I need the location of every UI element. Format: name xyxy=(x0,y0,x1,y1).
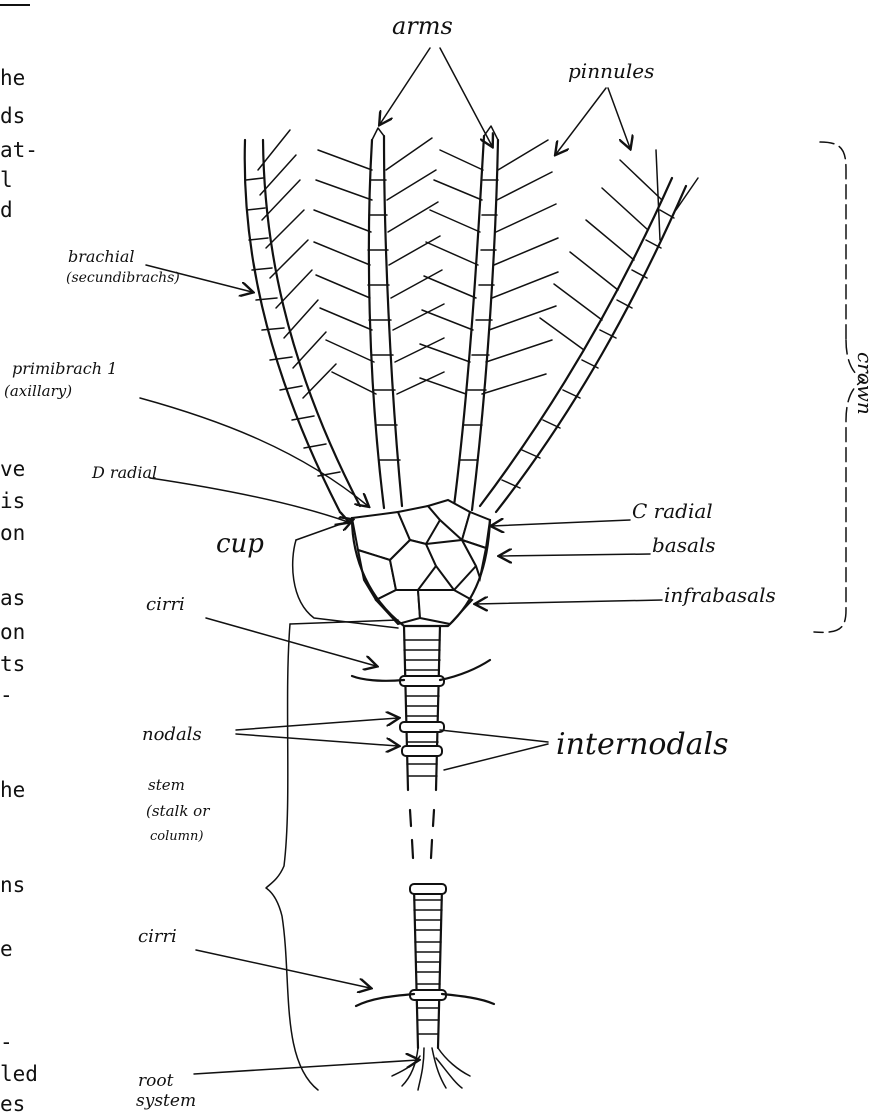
label-c-radial: C radial xyxy=(632,499,713,523)
label-internodals: internodals xyxy=(556,727,729,762)
label-root: root xyxy=(138,1071,174,1091)
label-nodals: nodals xyxy=(142,724,202,745)
cup-plates xyxy=(352,500,490,626)
leader-lines xyxy=(140,48,864,1090)
label-arms: arms xyxy=(392,12,453,40)
label-crown: crown xyxy=(853,352,877,415)
label-primibrach-sub: (axillary) xyxy=(4,382,72,400)
label-cirri-lower: cirri xyxy=(138,926,177,947)
label-basals: basals xyxy=(652,533,716,557)
label-d-radial: D radial xyxy=(91,463,157,482)
label-pinnules: pinnules xyxy=(568,59,654,83)
label-brachial: brachial xyxy=(68,247,134,266)
label-cup: cup xyxy=(216,529,264,559)
label-cirri-upper: cirri xyxy=(146,594,185,615)
label-root-sub: system xyxy=(136,1091,196,1111)
label-stem: stem xyxy=(148,776,185,794)
label-primibrach: primibrach 1 xyxy=(12,359,117,378)
label-infrabasals: infrabasals xyxy=(664,583,776,607)
label-brachial-sub: (secundibrachs) xyxy=(66,270,180,286)
label-stem-sub2: column) xyxy=(150,829,203,844)
label-stem-sub1: (stalk or xyxy=(146,802,210,820)
stem xyxy=(352,626,494,1090)
arms-group xyxy=(245,126,698,512)
